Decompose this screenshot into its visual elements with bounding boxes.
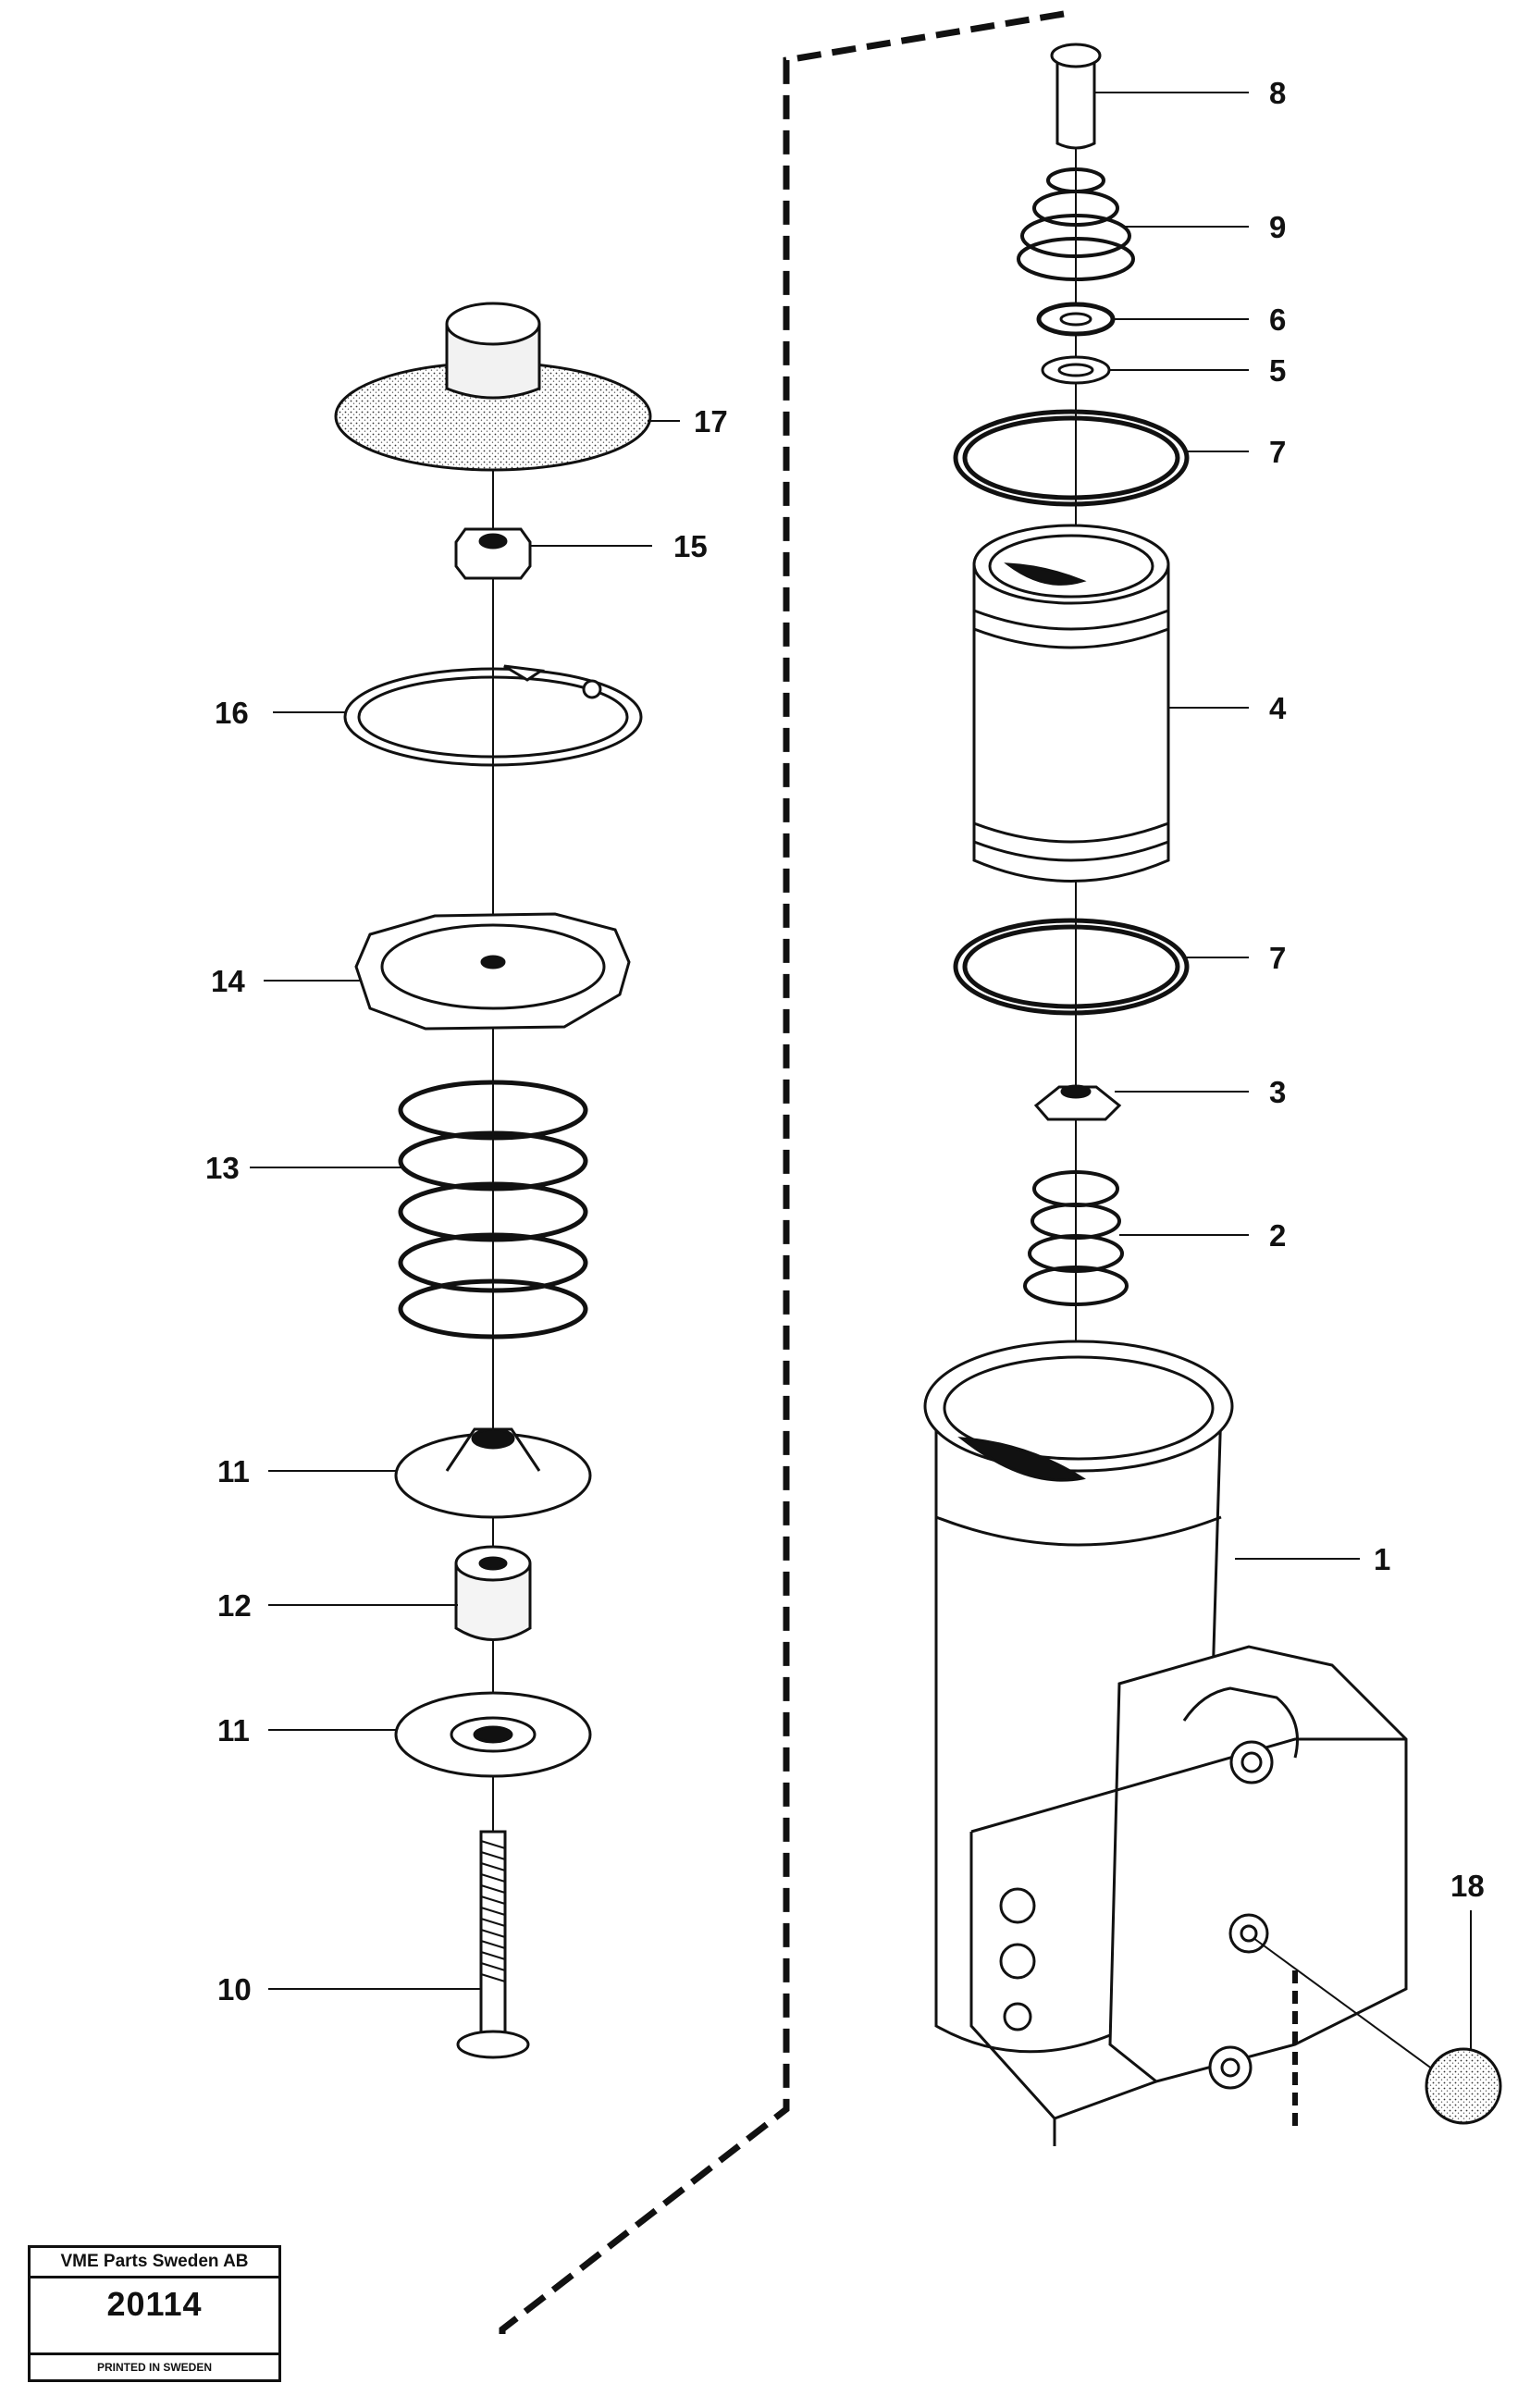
part-18-plug	[1253, 1937, 1502, 2125]
part-13-main-spring	[398, 1080, 588, 1340]
callout-13: 13	[205, 1151, 240, 1185]
leader-lines	[250, 92, 1472, 2049]
part-10-bolt	[456, 1830, 530, 2059]
part-15-nut	[454, 527, 532, 580]
callout-6: 6	[1269, 303, 1286, 337]
callout-4: 4	[1269, 691, 1287, 725]
callout-11-lower: 11	[217, 1713, 250, 1747]
callout-14: 14	[211, 964, 245, 998]
part-12-bushing	[454, 1545, 532, 1641]
part-11-upper-retainer	[394, 1427, 592, 1519]
callout-9: 9	[1269, 210, 1286, 244]
part-1-valve-housing	[923, 1340, 1408, 2146]
callout-7-upper: 7	[1269, 435, 1286, 469]
callout-8: 8	[1269, 76, 1286, 110]
callout-10: 10	[217, 1972, 252, 2007]
callout-15: 15	[673, 529, 708, 563]
callout-7-lower: 7	[1269, 941, 1286, 975]
callout-labels: 8 9 6 5 7 4 7 3 2 1 18 17 15 16 14 13 11…	[205, 76, 1485, 2007]
part-2-valve-spring	[1023, 1170, 1129, 1306]
stamp-company: VME Parts Sweden AB	[31, 2248, 278, 2278]
part-7-upper-o-ring	[953, 409, 1190, 507]
part-8-pin	[1050, 43, 1102, 150]
part-7-lower-o-ring	[953, 918, 1190, 1016]
part-17-diaphragm-cap	[334, 302, 652, 472]
callout-16: 16	[215, 696, 249, 730]
stamp-printed: PRINTED IN SWEDEN	[31, 2352, 278, 2379]
part-11-lower-retainer	[394, 1691, 592, 1778]
part-16-snap-ring	[343, 664, 643, 767]
callout-5: 5	[1269, 353, 1286, 388]
callout-17: 17	[694, 404, 728, 438]
callout-2: 2	[1269, 1218, 1286, 1253]
part-6-washer	[1036, 302, 1116, 337]
callout-18: 18	[1450, 1869, 1485, 1903]
part-14-spring-plate	[354, 912, 631, 1031]
assembly-connector-line	[499, 10, 1065, 2334]
callout-11-upper: 11	[217, 1454, 250, 1488]
callout-1: 1	[1374, 1542, 1390, 1576]
part-3-valve-seat	[1033, 1084, 1122, 1121]
part-4-cylinder-liner	[972, 524, 1170, 883]
part-5-seal-ring	[1041, 355, 1111, 385]
part-9-valve-spring	[1017, 167, 1135, 281]
reference-stamp: VME Parts Sweden AB 20114 PRINTED IN SWE…	[28, 2245, 281, 2382]
stamp-number: 20114	[106, 2285, 203, 2323]
callout-3: 3	[1269, 1075, 1286, 1109]
callout-12: 12	[217, 1588, 252, 1623]
